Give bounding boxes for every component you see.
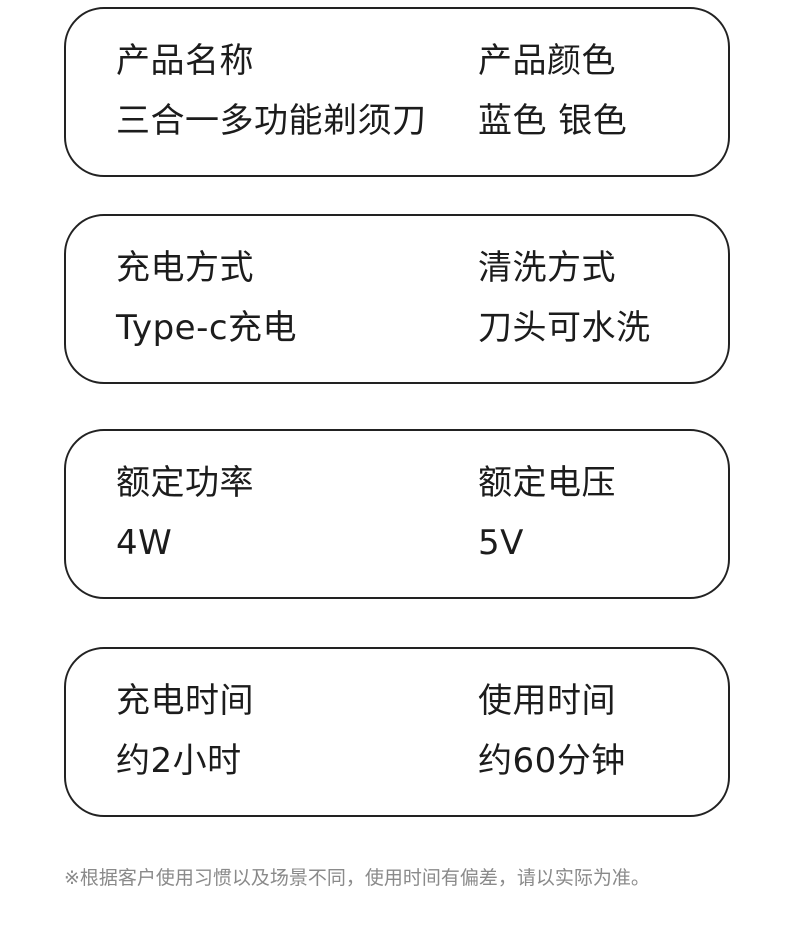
spec-value: 三合一多功能剃须刀 xyxy=(116,101,427,141)
spec-field-product-name: 产品名称 三合一多功能剃须刀 xyxy=(116,9,466,175)
spec-field-charging-time: 充电时间 约2小时 xyxy=(116,649,466,815)
spec-field-product-color: 产品颜色 蓝色 银色 xyxy=(478,9,718,175)
spec-label: 清洗方式 xyxy=(478,248,616,288)
spec-value: 刀头可水洗 xyxy=(478,308,651,348)
spec-field-charging-method: 充电方式 Type-c充电 xyxy=(116,216,466,382)
spec-field-rated-power: 额定功率 4W xyxy=(116,431,466,597)
spec-field-rated-voltage: 额定电压 5V xyxy=(478,431,718,597)
spec-value: Type-c充电 xyxy=(116,308,298,348)
spec-card-charge-usage-time: 充电时间 约2小时 使用时间 约60分钟 xyxy=(64,647,730,817)
spec-card-name-color: 产品名称 三合一多功能剃须刀 产品颜色 蓝色 银色 xyxy=(64,7,730,177)
spec-value: 约60分钟 xyxy=(478,741,626,781)
spec-card-charging-cleaning: 充电方式 Type-c充电 清洗方式 刀头可水洗 xyxy=(64,214,730,384)
disclaimer-footnote: ※根据客户使用习惯以及场景不同，使用时间有偏差，请以实际为准。 xyxy=(64,867,650,889)
spec-value: 5V xyxy=(478,523,524,563)
spec-field-usage-time: 使用时间 约60分钟 xyxy=(478,649,718,815)
spec-card-power-voltage: 额定功率 4W 额定电压 5V xyxy=(64,429,730,599)
spec-label: 产品名称 xyxy=(116,41,254,81)
spec-label: 额定功率 xyxy=(116,463,254,503)
spec-label: 充电方式 xyxy=(116,248,254,288)
spec-label: 产品颜色 xyxy=(478,41,616,81)
spec-label: 额定电压 xyxy=(478,463,616,503)
spec-field-cleaning-method: 清洗方式 刀头可水洗 xyxy=(478,216,718,382)
spec-label: 充电时间 xyxy=(116,681,254,721)
spec-value: 蓝色 银色 xyxy=(478,101,628,141)
spec-value: 4W xyxy=(116,523,173,563)
spec-value: 约2小时 xyxy=(116,741,242,781)
spec-label: 使用时间 xyxy=(478,681,616,721)
